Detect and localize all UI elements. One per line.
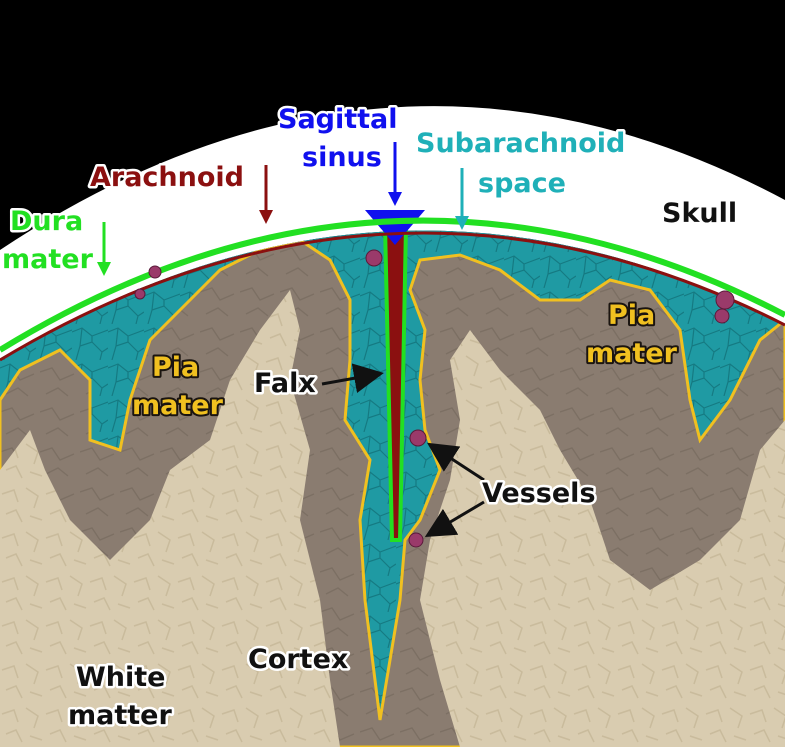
vessel (409, 429, 427, 447)
vessel (148, 265, 162, 279)
label-dura-line2: mater (2, 244, 94, 275)
falx (383, 224, 408, 542)
white-matter-right (420, 330, 785, 747)
white-matter-center (200, 490, 310, 747)
label-white-matter-line2: matter (68, 700, 172, 731)
sinus-arrowhead (388, 192, 402, 206)
label-dura-line1: Dura (10, 206, 83, 237)
label-subarachnoid-line2: space (478, 168, 566, 199)
vessel (408, 532, 424, 548)
vessels-arrow-lower (424, 500, 485, 538)
label-cortex: Cortex (248, 644, 348, 675)
vessel (365, 249, 383, 267)
subarachnoid-arrowhead (455, 216, 469, 230)
vessel (134, 288, 146, 300)
arachnoid (0, 231, 785, 362)
label-arachnoid: Arachnoid (90, 162, 244, 193)
label-skull: Skull (662, 198, 737, 229)
label-pia-left-line2: mater (132, 390, 224, 421)
arachnoid-arrowhead (259, 210, 273, 224)
vessels-arrow-upper (426, 442, 485, 482)
skull (0, 106, 785, 360)
vessels (134, 249, 735, 548)
label-pia-right-line2: mater (586, 338, 678, 369)
label-falx: Falx (254, 368, 316, 399)
label-pia-left-line1: Pia (152, 352, 199, 383)
falx-arrow (321, 363, 384, 393)
vessel (714, 308, 730, 324)
label-vessels: Vessels (482, 478, 596, 509)
label-white-matter-line1: White (76, 662, 165, 693)
label-subarachnoid-line1: Subarachnoid (416, 128, 625, 159)
dura-arrowhead (97, 262, 111, 276)
vessel (715, 290, 735, 310)
label-sinus-line2: sinus (302, 142, 382, 173)
label-pia-right-line1: Pia (608, 300, 655, 331)
dura-mater (0, 217, 785, 353)
label-arrows (97, 142, 485, 538)
label-sinus-line1: Sagittal (278, 104, 398, 135)
